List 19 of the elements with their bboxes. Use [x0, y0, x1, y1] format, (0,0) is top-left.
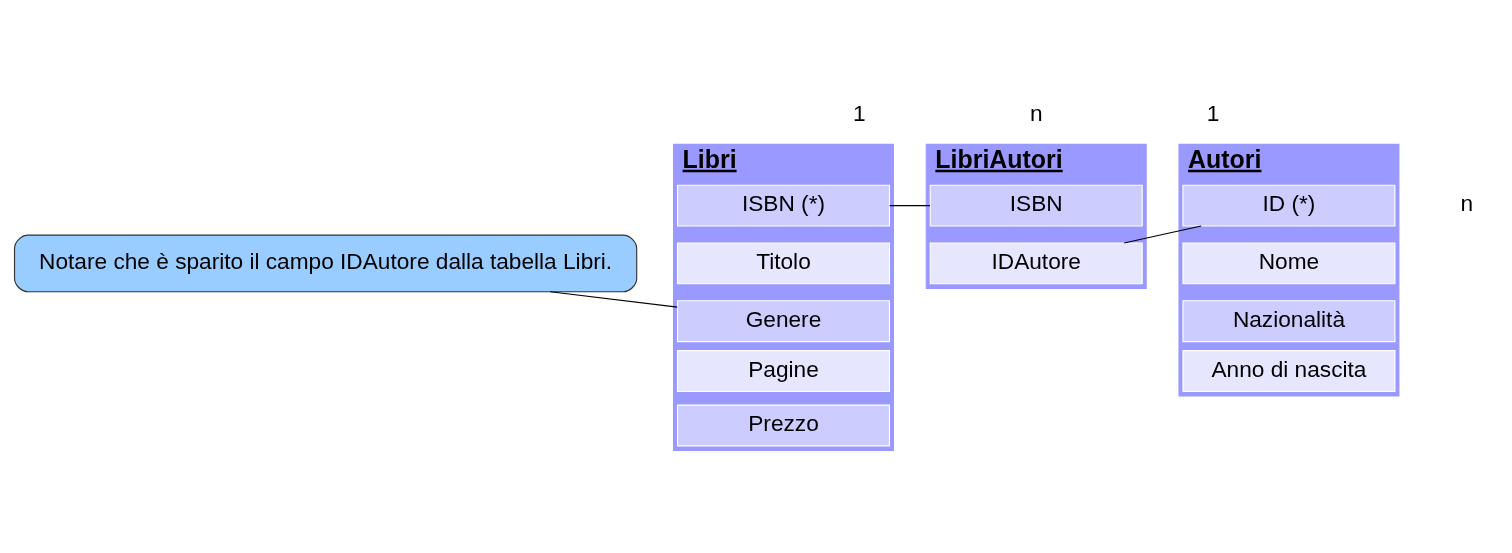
connector — [549, 290, 678, 308]
node-box: IDAutore — [929, 241, 1143, 284]
label: 1 — [1206, 99, 1220, 126]
connector — [1123, 224, 1202, 243]
node-box: Prezzo — [676, 404, 890, 446]
node-box: Nazionalità — [1182, 299, 1396, 342]
node-box: Nome — [1182, 241, 1396, 284]
node-box: ISBN (*) — [676, 184, 890, 227]
node-box: ISBN — [929, 184, 1143, 227]
node-box: Genere — [676, 299, 890, 342]
node-box: Pagine — [676, 349, 890, 392]
connector — [889, 204, 931, 206]
label: 1 — [853, 99, 866, 126]
node-box: Titolo — [676, 241, 890, 284]
node-box: Notare che è sparito il campo IDAutore dalla tabella Libri. — [13, 234, 638, 292]
node-box: ID (*) — [1182, 184, 1396, 227]
label: n — [1029, 99, 1043, 126]
label: n — [1460, 189, 1474, 216]
node-box: Anno di nascita — [1182, 349, 1396, 392]
